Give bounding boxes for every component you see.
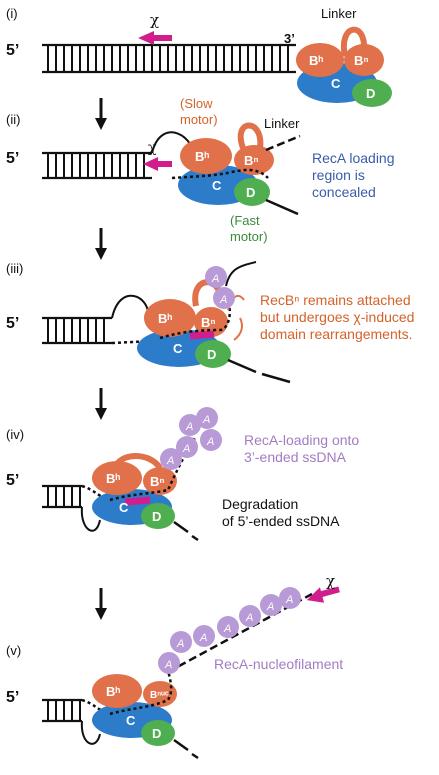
degradation-line: Degradation (222, 496, 299, 512)
linker-loop (340, 26, 368, 57)
linker-label: Linker (264, 116, 300, 131)
dsdna-duplex (42, 484, 111, 532)
five-prime-label: 5’ (6, 42, 19, 59)
recbn-line: domain rearrangements. (260, 326, 413, 342)
c-label: C (173, 341, 183, 356)
reca-loading-onto-label: RecA-loading onto 3’-ended ssDNA (244, 432, 359, 466)
step-3: (iii) 5’ A A Bʰ Bⁿ C D (6, 261, 291, 384)
bh-label: Bʰ (106, 471, 120, 486)
d-label: D (246, 185, 255, 200)
recbcd-complex: Bʰ Bⁿ C D (296, 26, 392, 107)
reca-label: A (176, 638, 184, 650)
dsdna-duplex (42, 43, 296, 74)
reca-label: A (223, 623, 231, 635)
linker-label: Linker (321, 6, 357, 21)
d-label: D (207, 347, 216, 362)
d-label: D (152, 509, 161, 524)
dsdna-duplex (42, 698, 111, 745)
bh-label: Bʰ (195, 149, 209, 164)
d-label: D (152, 726, 161, 741)
recbcd-complex: A A A A A Bʰ Bⁿ C D (92, 407, 222, 542)
bh-label: Bʰ (309, 53, 323, 68)
chi-site: χ (143, 140, 172, 171)
reca-label: A (266, 601, 274, 613)
reca-label: A (206, 436, 214, 448)
reca-label: A (211, 273, 219, 285)
bn-label: Bⁿ (201, 315, 216, 330)
c-label: C (212, 178, 222, 193)
recbcd-complex: Bʰ Bⁿ C D (171, 122, 301, 216)
reca-loading-line: concealed (312, 184, 376, 200)
step-label: (iii) (6, 261, 23, 276)
bn-label: Bⁿ (354, 53, 369, 68)
reca-onto-line: 3’-ended ssDNA (244, 449, 346, 465)
step-4: (iv) 5’ A A A A A B (6, 407, 222, 542)
chi-label: χ (150, 11, 159, 29)
reca-loading-region-label: RecA loading region is concealed (312, 150, 395, 201)
recbn-rearrangement-label: RecBⁿ remains attached but undergoes χ-i… (260, 292, 414, 343)
step-label: (v) (6, 643, 21, 658)
five-prime-label: 5’ (6, 315, 19, 332)
step-label: (i) (6, 6, 18, 21)
recd-subunit (352, 79, 392, 107)
reca-label: A (185, 421, 193, 433)
fast-motor-line: (Fast (230, 213, 260, 228)
reca-label: A (199, 632, 207, 644)
chi-site: χ (138, 11, 172, 45)
nucleofilament-text: RecA-nucleofilament (214, 656, 344, 672)
fast-motor-label: (Fast motor) (230, 213, 268, 245)
degradation-label: Degradation of 5’-ended ssDNA (222, 496, 340, 530)
slow-motor-label: (Slow motor) (180, 96, 218, 128)
d-label: D (366, 86, 375, 101)
five-prime-label: 5’ (6, 150, 19, 167)
step-1: (i) 5’ χ 3’ Linker Bʰ Bⁿ C D (6, 6, 392, 107)
recbcd-complex: A A Bʰ Bⁿ C D (137, 261, 291, 384)
reca-label: A (202, 414, 210, 426)
chi-label: χ (148, 140, 157, 156)
reca-loading-line: region is (312, 167, 365, 183)
five-prime-label: 5’ (6, 689, 19, 706)
bnuc-label: Bⁿᵘᶜ (150, 690, 169, 701)
slow-motor-line: (Slow (180, 96, 213, 111)
bh-label: Bʰ (106, 684, 120, 699)
reca-label: A (285, 594, 293, 606)
reca-label: A (219, 294, 227, 306)
reca-nucleofilament: A A A A A A A (158, 587, 313, 674)
nucleofilament-label: RecA-nucleofilament (214, 656, 343, 673)
reca-label: A (182, 443, 190, 455)
chi-site: χ (306, 572, 340, 603)
reca-loading-line: RecA loading (312, 150, 395, 166)
bn-label: Bⁿ (150, 474, 165, 489)
degradation-line: of 5’-ended ssDNA (222, 513, 340, 529)
recb-helicase (296, 43, 344, 77)
reca-label: A (245, 612, 253, 624)
reca-label: A (166, 455, 174, 467)
recb-nuclease (344, 44, 384, 76)
recbn-line: but undergoes χ-induced (260, 309, 415, 325)
c-label: C (331, 76, 341, 91)
bn-label: Bⁿ (244, 153, 259, 168)
recbcd-complex: Bʰ Bⁿᵘᶜ C D (92, 669, 199, 760)
reca-label: A (164, 659, 172, 671)
step-5: (v) 5’ Bʰ Bⁿᵘᶜ C D (6, 572, 340, 760)
bh-label: Bʰ (158, 311, 172, 326)
dsdna-duplex (42, 131, 197, 180)
c-label: C (126, 713, 136, 728)
three-prime-label: 3’ (284, 31, 295, 46)
reca-onto-line: RecA-loading onto (244, 432, 360, 448)
slow-motor-line: motor) (180, 112, 218, 127)
step-label: (iv) (6, 427, 24, 442)
five-prime-label: 5’ (6, 472, 19, 489)
step-2: (ii) 5’ χ Bʰ Bⁿ C D Linker (6, 112, 301, 216)
dsdna-duplex (42, 294, 161, 345)
recbn-line: RecBⁿ remains attached (260, 292, 411, 308)
chi-label: χ (326, 572, 335, 590)
step-label: (ii) (6, 112, 20, 127)
fast-motor-line: motor) (230, 229, 268, 244)
c-label: C (119, 500, 129, 515)
